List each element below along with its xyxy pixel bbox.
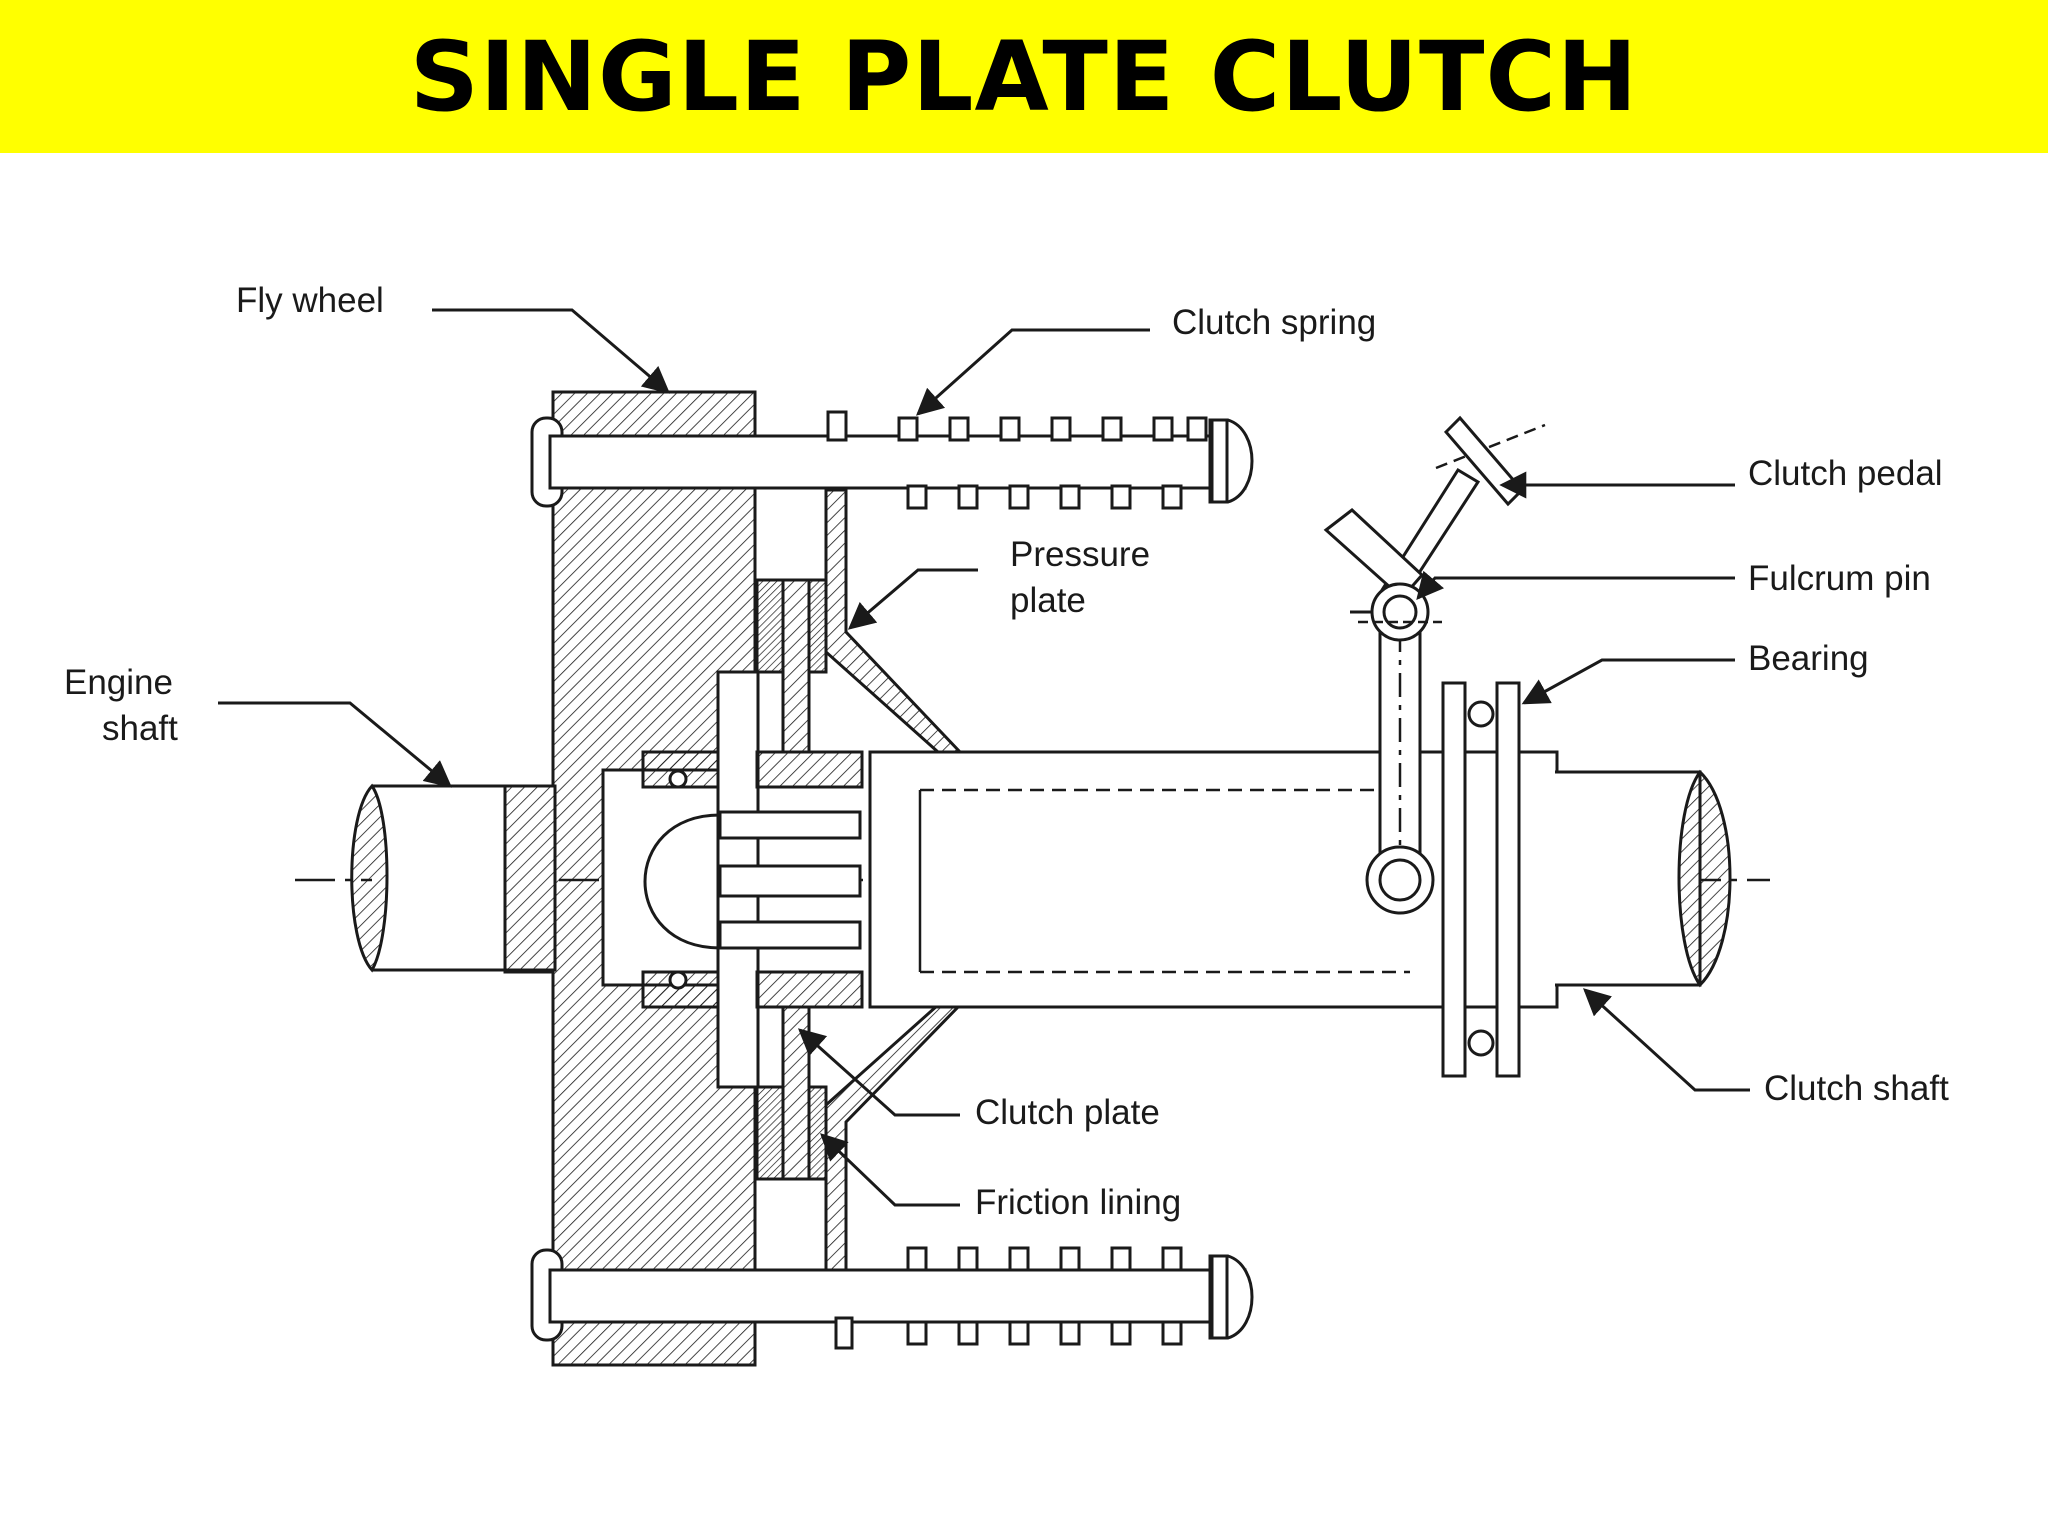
leader-pressure-plate (847, 568, 978, 630)
shaft-pilot-end (643, 813, 722, 950)
page-title: SINGLE PLATE CLUTCH (409, 20, 1639, 133)
leader-friction-lining (820, 1133, 960, 1207)
label-fulcrum-pin: Fulcrum pin (1748, 559, 1931, 598)
title-banner: SINGLE PLATE CLUTCH (0, 0, 2048, 153)
bottom-spring-assembly (530, 1246, 1254, 1350)
label-pressure-plate-line2: plate (1010, 581, 1086, 620)
clutch-shaft (1555, 769, 1732, 988)
leader-fly-wheel (432, 308, 671, 394)
leader-fulcrum-pin (1416, 570, 1735, 601)
clutch-plate-hub (716, 670, 864, 1089)
label-engine-shaft-line1: Engine (64, 663, 173, 702)
label-pressure-plate-line1: Pressure (1010, 535, 1150, 574)
leader-clutch-shaft (1583, 988, 1750, 1092)
label-engine-shaft-line2: shaft (102, 709, 178, 748)
leader-clutch-plate (797, 1028, 960, 1117)
top-spring-assembly (530, 410, 1254, 510)
label-friction-lining: Friction lining (975, 1183, 1181, 1222)
label-clutch-plate: Clutch plate (975, 1093, 1160, 1132)
label-clutch-pedal: Clutch pedal (1748, 454, 1943, 493)
release-bearing (1441, 681, 1521, 1078)
label-fly-wheel: Fly wheel (236, 281, 384, 320)
clutch-plate-bottom (755, 1005, 828, 1181)
label-bearing: Bearing (1748, 639, 1869, 678)
leader-clutch-spring (915, 328, 1150, 416)
leader-engine-shaft (218, 701, 453, 788)
label-clutch-spring: Clutch spring (1172, 303, 1376, 342)
leader-lines (218, 308, 1750, 1207)
clutch-plate-top (755, 578, 828, 754)
leader-bearing (1521, 658, 1735, 705)
label-clutch-shaft: Clutch shaft (1764, 1069, 1949, 1108)
